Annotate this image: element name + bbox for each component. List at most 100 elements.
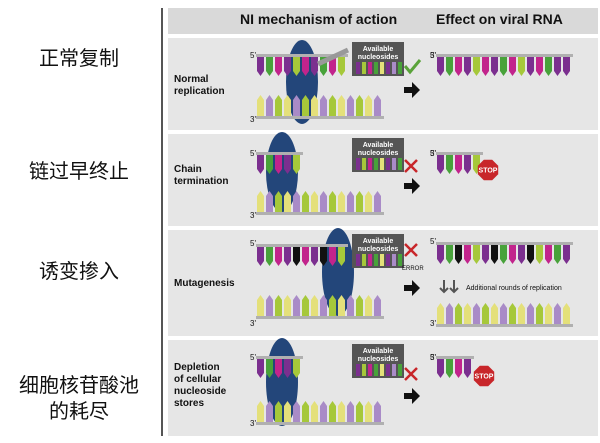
- nucleoside-box-label: nucleosides: [358, 246, 399, 253]
- row3-bottom-nucleotide: [374, 295, 381, 316]
- row1-bottom-nucleotide: [257, 95, 264, 116]
- row1-top-nucleotide: [284, 57, 291, 76]
- row3-result-top-backbone: [436, 242, 573, 245]
- row1-top-nucleotide: [329, 57, 336, 76]
- row4-top-nucleotide: [275, 359, 282, 378]
- row3-result-top-nucleotide: [437, 245, 444, 264]
- row2-result-nucleotide: [446, 155, 453, 174]
- nucleoside-box-nucleoside: [368, 254, 372, 266]
- row3-result-top-nucleotide: [563, 245, 570, 264]
- row2-top-nucleotide: [275, 155, 282, 174]
- row3-result-3prime: 3': [430, 319, 436, 328]
- nucleoside-box-nucleoside: [356, 158, 360, 170]
- cross-mark: [404, 367, 418, 381]
- row2-top-nucleotide: [284, 155, 291, 174]
- row1-result-nucleotide: [482, 57, 489, 76]
- stop-sign: [473, 365, 495, 387]
- row3-result-bottom-nucleotide: [509, 303, 516, 324]
- nucleoside-box-label: Available: [363, 238, 394, 245]
- row2-bottom-nucleotide: [275, 191, 282, 212]
- nucleoside-box-nucleoside: [392, 158, 396, 170]
- label-depletion-cn: 细胞核苷酸池 的耗尽: [19, 373, 139, 423]
- down-arrow: [449, 280, 459, 294]
- row4-bottom-nucleotide: [329, 401, 336, 422]
- row3-bottom-nucleotide: [356, 295, 363, 316]
- row1-top-nucleotide: [266, 57, 273, 76]
- nucleoside-box-nucleoside: [374, 62, 378, 74]
- nucleoside-box-label: nucleosides: [358, 150, 399, 157]
- row2-top-nucleotide: [257, 155, 264, 174]
- row4-bottom-nucleotide: [320, 401, 327, 422]
- row3-top-nucleotide: [275, 247, 282, 266]
- row3-result-top-nucleotide: [473, 245, 480, 264]
- nucleoside-box-nucleoside: [368, 158, 372, 170]
- row3-top-backbone: [256, 244, 348, 247]
- row1-result-nucleotide: [491, 57, 498, 76]
- row1-result-nucleotide: [509, 57, 516, 76]
- row1-result-nucleotide: [455, 57, 462, 76]
- row4-5prime: 5': [250, 353, 256, 362]
- row3-result-top-nucleotide: [545, 245, 552, 264]
- row3-bottom-nucleotide: [311, 295, 318, 316]
- nucleoside-box-nucleoside: [362, 254, 366, 266]
- row1-bottom-nucleotide: [311, 95, 318, 116]
- nucleoside-box-nucleoside: [368, 364, 372, 376]
- row4-bottom-nucleotide: [293, 401, 300, 422]
- row2-result-5prime: 5': [430, 149, 436, 158]
- nucleoside-box-nucleoside: [380, 254, 384, 266]
- arrow: [404, 178, 420, 194]
- arrow: [404, 388, 420, 404]
- row1-top-nucleotide: [257, 57, 264, 76]
- row1-bottom-nucleotide: [266, 95, 273, 116]
- row1-result-nucleotide: [527, 57, 534, 76]
- row4-top-nucleotide: [257, 359, 264, 378]
- row1-bottom-nucleotide: [338, 95, 345, 116]
- row1-top-nucleotide: [311, 57, 318, 76]
- row3-result-top-nucleotide: [518, 245, 525, 264]
- row2-top-backbone: [256, 152, 303, 155]
- nucleoside-box-nucleoside: [386, 364, 390, 376]
- nucleoside-box-nucleoside: [356, 364, 360, 376]
- row3-bottom-nucleotide: [347, 295, 354, 316]
- row3-top-nucleotide: [338, 247, 345, 266]
- row3-result-bottom-nucleotide: [491, 303, 498, 324]
- row2-5prime: 5': [250, 149, 256, 158]
- row1-bottom-nucleotide: [329, 95, 336, 116]
- row3-top-nucleotide: [320, 247, 327, 266]
- row1-bottom-nucleotide: [356, 95, 363, 116]
- row2-bottom-nucleotide: [311, 191, 318, 212]
- row2-bottom-nucleotide: [284, 191, 291, 212]
- row1-top-nucleotide: [302, 57, 309, 76]
- nucleoside-box-nucleoside: [374, 364, 378, 376]
- row3-top-nucleotide: [311, 247, 318, 266]
- row4-3prime: 3': [250, 419, 256, 428]
- row4-result-nucleotide: [464, 359, 471, 378]
- row3-result-bottom-nucleotide: [482, 303, 489, 324]
- nucleoside-box-label: Available: [363, 142, 394, 149]
- row1-result-nucleotide: [518, 57, 525, 76]
- row1-result-nucleotide: [446, 57, 453, 76]
- incoming-nucleotide-arrow: [316, 47, 350, 67]
- row2-bottom-backbone: [256, 212, 384, 215]
- row3-result-top-nucleotide: [536, 245, 543, 264]
- row1-result-nucleotide: [464, 57, 471, 76]
- row3-result-top-nucleotide: [554, 245, 561, 264]
- down-arrow: [439, 280, 449, 294]
- row1-top-nucleotide: [275, 57, 282, 76]
- row3-top-nucleotide: [302, 247, 309, 266]
- row1-result-5prime: 5': [430, 51, 436, 60]
- nucleoside-box-nucleoside: [398, 62, 402, 74]
- nucleoside-box-nucleoside: [374, 158, 378, 170]
- label-normal-replication-cn: 正常复制: [39, 46, 119, 70]
- row2-bottom-nucleotide: [374, 191, 381, 212]
- row4-top-nucleotide: [293, 359, 300, 378]
- nucleoside-box-label: nucleosides: [358, 54, 399, 61]
- row-label: Chain termination: [174, 164, 229, 187]
- row3-result-bottom-nucleotide: [446, 303, 453, 324]
- row4-bottom-nucleotide: [311, 401, 318, 422]
- row4-bottom-nucleotide: [356, 401, 363, 422]
- row2-result-nucleotide: [464, 155, 471, 174]
- arrow: [404, 280, 420, 296]
- row4-bottom-nucleotide: [338, 401, 345, 422]
